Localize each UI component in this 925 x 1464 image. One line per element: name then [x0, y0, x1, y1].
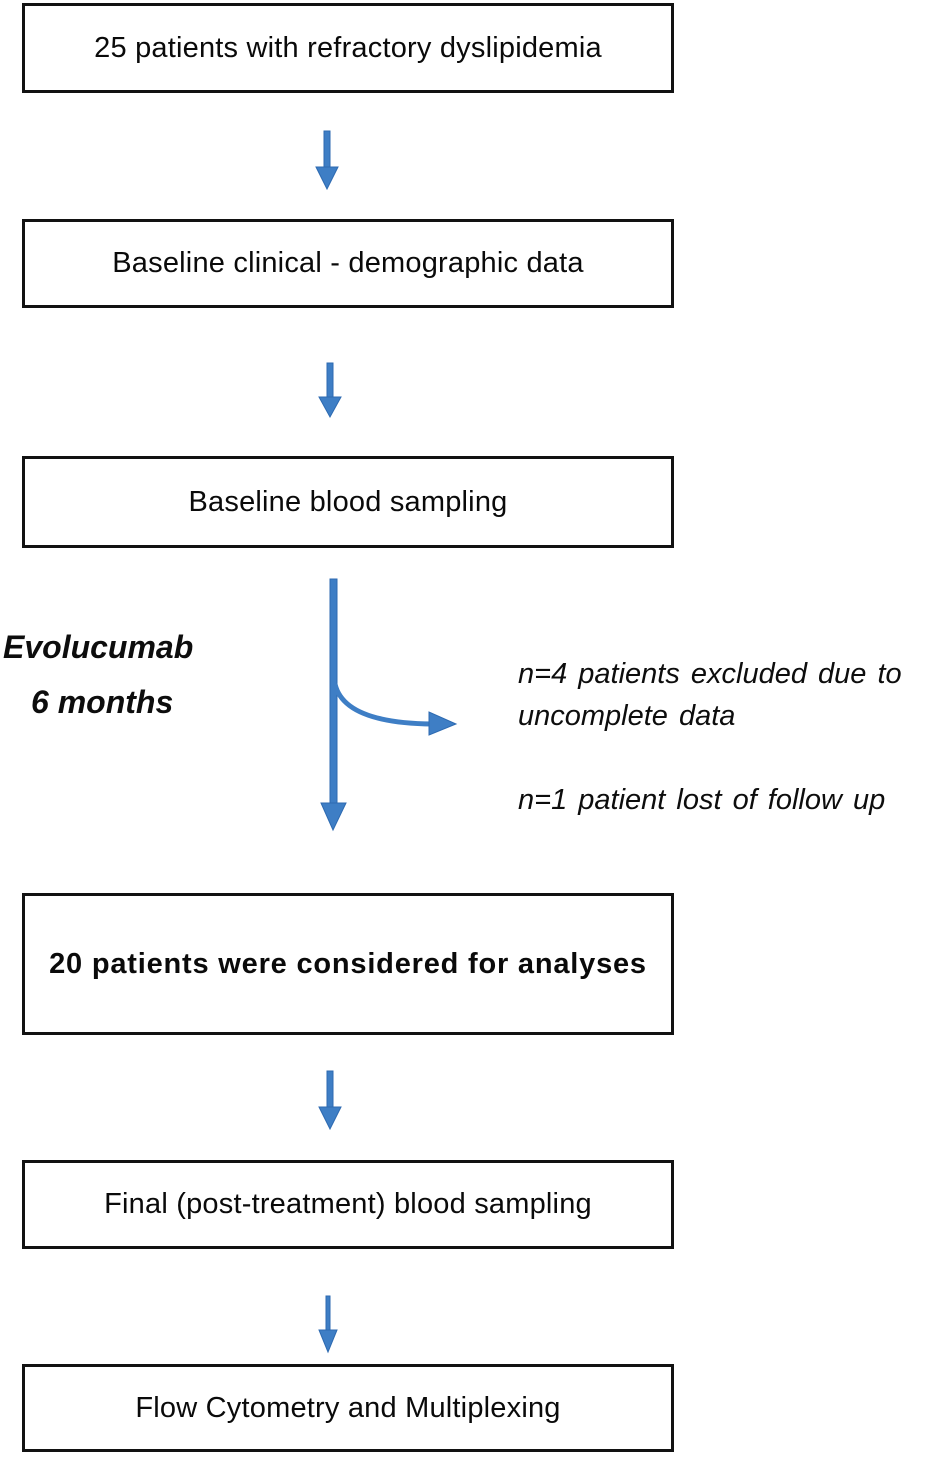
box-label: Final (post-treatment) blood sampling [104, 1188, 592, 1220]
box-baseline-blood-sampling: Baseline blood sampling [22, 456, 674, 548]
box-label: 20 patients were considered for analyses [49, 947, 647, 980]
treatment-label-duration: 6 months [31, 684, 174, 720]
box-label: Baseline clinical - demographic data [112, 247, 584, 279]
box-refractory-dyslipidemia: 25 patients with refractory dyslipidemia [22, 3, 674, 93]
arrow-down-2 [318, 362, 342, 419]
arrow-down-1 [315, 130, 339, 191]
arrow-down-4 [318, 1295, 338, 1354]
box-considered-for-analyses: 20 patients were considered for analyses [22, 893, 674, 1035]
note-lost-followup: n=1 patient lost of follow up [518, 784, 886, 816]
note-excluded-line1: n=4 patients excluded due to [518, 658, 902, 690]
box-flow-cytometry-multiplexing: Flow Cytometry and Multiplexing [22, 1364, 674, 1452]
arrow-down-3 [318, 1070, 342, 1131]
box-final-blood-sampling: Final (post-treatment) blood sampling [22, 1160, 674, 1249]
arrow-long-treatment [320, 578, 347, 832]
box-label: Flow Cytometry and Multiplexing [135, 1391, 561, 1424]
note-excluded-line2: uncomplete data [518, 700, 736, 732]
box-baseline-clinical-data: Baseline clinical - demographic data [22, 219, 674, 308]
box-label: Baseline blood sampling [188, 485, 508, 518]
box-label: 25 patients with refractory dyslipidemia [94, 31, 602, 64]
arrow-branch-excluded [332, 683, 458, 736]
treatment-label-drug: Evolucumab [3, 629, 194, 665]
